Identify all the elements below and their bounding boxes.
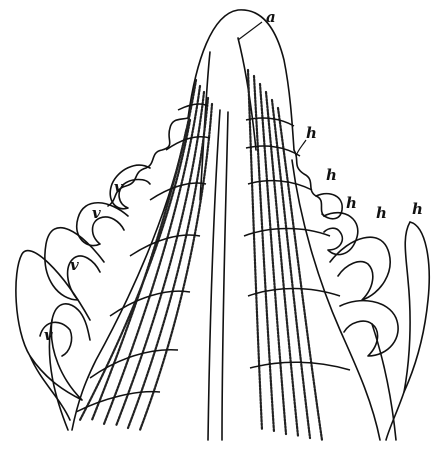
label-right-1: h: [306, 124, 317, 142]
leader-apex: [238, 22, 262, 40]
label-left-4: v: [44, 326, 53, 344]
label-right-5: h: [412, 200, 423, 218]
label-right-4: h: [376, 204, 387, 222]
label-left-3: v: [70, 256, 79, 274]
leader-right-1: [296, 140, 306, 156]
central-axis-left: [208, 110, 220, 440]
vascular-strand-left-1: [92, 80, 196, 420]
vascular-strand-right-6: [278, 108, 322, 440]
label-left-2: v: [92, 204, 101, 222]
right-leaf-5: [404, 222, 429, 392]
central-axis-right: [222, 112, 228, 440]
label-right-2: h: [326, 166, 337, 184]
left-inner-boundary: [72, 130, 186, 430]
right-stem-outline: [294, 150, 324, 216]
spiral-band-right-3: [248, 181, 312, 190]
vascular-strand-right-1: [248, 70, 262, 430]
spiral-band-right-6: [250, 362, 350, 370]
spiral-band-left-1: [178, 104, 208, 110]
spiral-band-right-2: [246, 146, 300, 156]
right-leaf-1: [316, 194, 342, 219]
label-right-3: h: [346, 194, 357, 212]
apex-inner-right: [238, 38, 256, 150]
label-apex: a: [266, 8, 276, 26]
label-left-1: v: [114, 178, 123, 196]
